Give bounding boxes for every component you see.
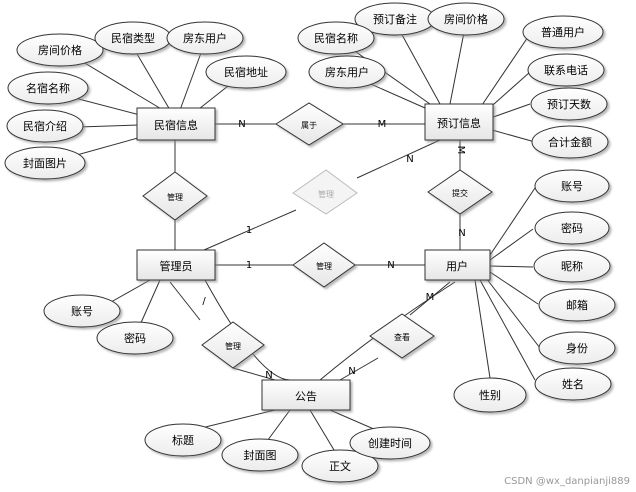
rel-mgr-minsu [142, 171, 208, 221]
attr-cover-image: 封面图片 [23, 156, 67, 170]
attr-user-account: 账号 [561, 180, 583, 193]
rel-mgr-notice-label: 管理 [225, 341, 241, 351]
attr-user-name: 姓名 [562, 377, 584, 391]
card-mgr-yuding: N [406, 154, 413, 165]
attr-user-password: 密码 [561, 221, 583, 235]
watermark: CSDN @wx_danpianji889 [504, 476, 630, 487]
attr-booking-room-price: 房间价格 [444, 12, 488, 26]
entity-user [424, 249, 491, 281]
entity-yuding-label: 预订信息 [437, 116, 481, 130]
entity-admin-label: 管理员 [160, 259, 193, 273]
attr-room-price: 房间价格 [38, 43, 82, 57]
rel-submit-label: 提交 [452, 188, 468, 198]
rel-view-label: 查看 [394, 332, 410, 342]
attr-minsu-type: 民宿类型 [111, 31, 155, 45]
rel-mgr-yuding [292, 169, 358, 215]
attr-notice-cover: 封面图 [244, 448, 277, 462]
entity-yuding [424, 103, 494, 141]
attr-booking-remark: 预订备注 [373, 12, 417, 26]
attr-user-nickname: 昵称 [561, 259, 583, 273]
rel-mgr-minsu-label: 管理 [167, 192, 183, 202]
card-mgr-user-user: N [387, 260, 394, 271]
attr-minsu-name: 名宿名称 [26, 81, 70, 95]
rel-mgr-yuding-label: 管理 [318, 189, 334, 199]
entity-minsu-label: 民宿信息 [154, 118, 198, 132]
attr-notice-created: 创建时间 [368, 436, 412, 450]
rel-mgr-notice [201, 321, 265, 369]
attr-booking-host-user: 房东用户 [325, 65, 369, 79]
card-admin-mgr-notice: / [202, 296, 206, 307]
attr-admin-account: 账号 [71, 305, 93, 318]
entity-admin [136, 249, 216, 281]
attr-minsu-intro: 民宿介绍 [23, 119, 67, 133]
card-minsu-belong: N [238, 119, 245, 130]
entity-user-label: 用户 [446, 259, 468, 273]
attr-host-user: 房东用户 [183, 31, 227, 45]
card-mgr-notice-notice: N [265, 370, 272, 381]
card-admin-mgr-user: 1 [246, 260, 252, 271]
attr-booking-total: 合计金额 [548, 135, 592, 149]
card-belong-yuding: M [378, 119, 387, 130]
attr-notice-body: 正文 [329, 459, 351, 473]
card-yuding-submit: M [455, 146, 466, 155]
attr-booking-phone: 联系电话 [544, 64, 588, 77]
rel-belong [275, 102, 344, 146]
attr-booking-days: 预订天数 [547, 98, 591, 111]
attr-user-email: 邮箱 [566, 298, 588, 312]
entity-minsu [136, 107, 216, 141]
entity-notice-label: 公告 [295, 390, 317, 403]
card-admin-mgr-yuding: 1 [246, 225, 252, 236]
rel-view [369, 313, 435, 359]
attr-booking-normal-user: 普通用户 [541, 25, 585, 39]
rel-belong-label: 属于 [301, 121, 317, 130]
entity-notice [261, 379, 351, 411]
attr-minsu-address: 民宿地址 [224, 65, 268, 79]
card-user-view: M [426, 292, 435, 303]
attr-user-identity: 身份 [566, 341, 588, 355]
attribute-ellipses [4, 2, 616, 483]
attr-admin-password: 密码 [124, 331, 146, 345]
rel-submit [427, 169, 493, 215]
card-view-notice: N [348, 366, 355, 377]
rel-mgr-user [292, 242, 356, 288]
attr-user-gender: 性别 [479, 388, 501, 402]
attr-notice-title: 标题 [172, 433, 194, 447]
card-submit-user: N [458, 228, 465, 239]
rel-mgr-user-label: 管理 [316, 261, 332, 271]
attr-booking-minsu-name: 民宿名称 [314, 31, 358, 45]
